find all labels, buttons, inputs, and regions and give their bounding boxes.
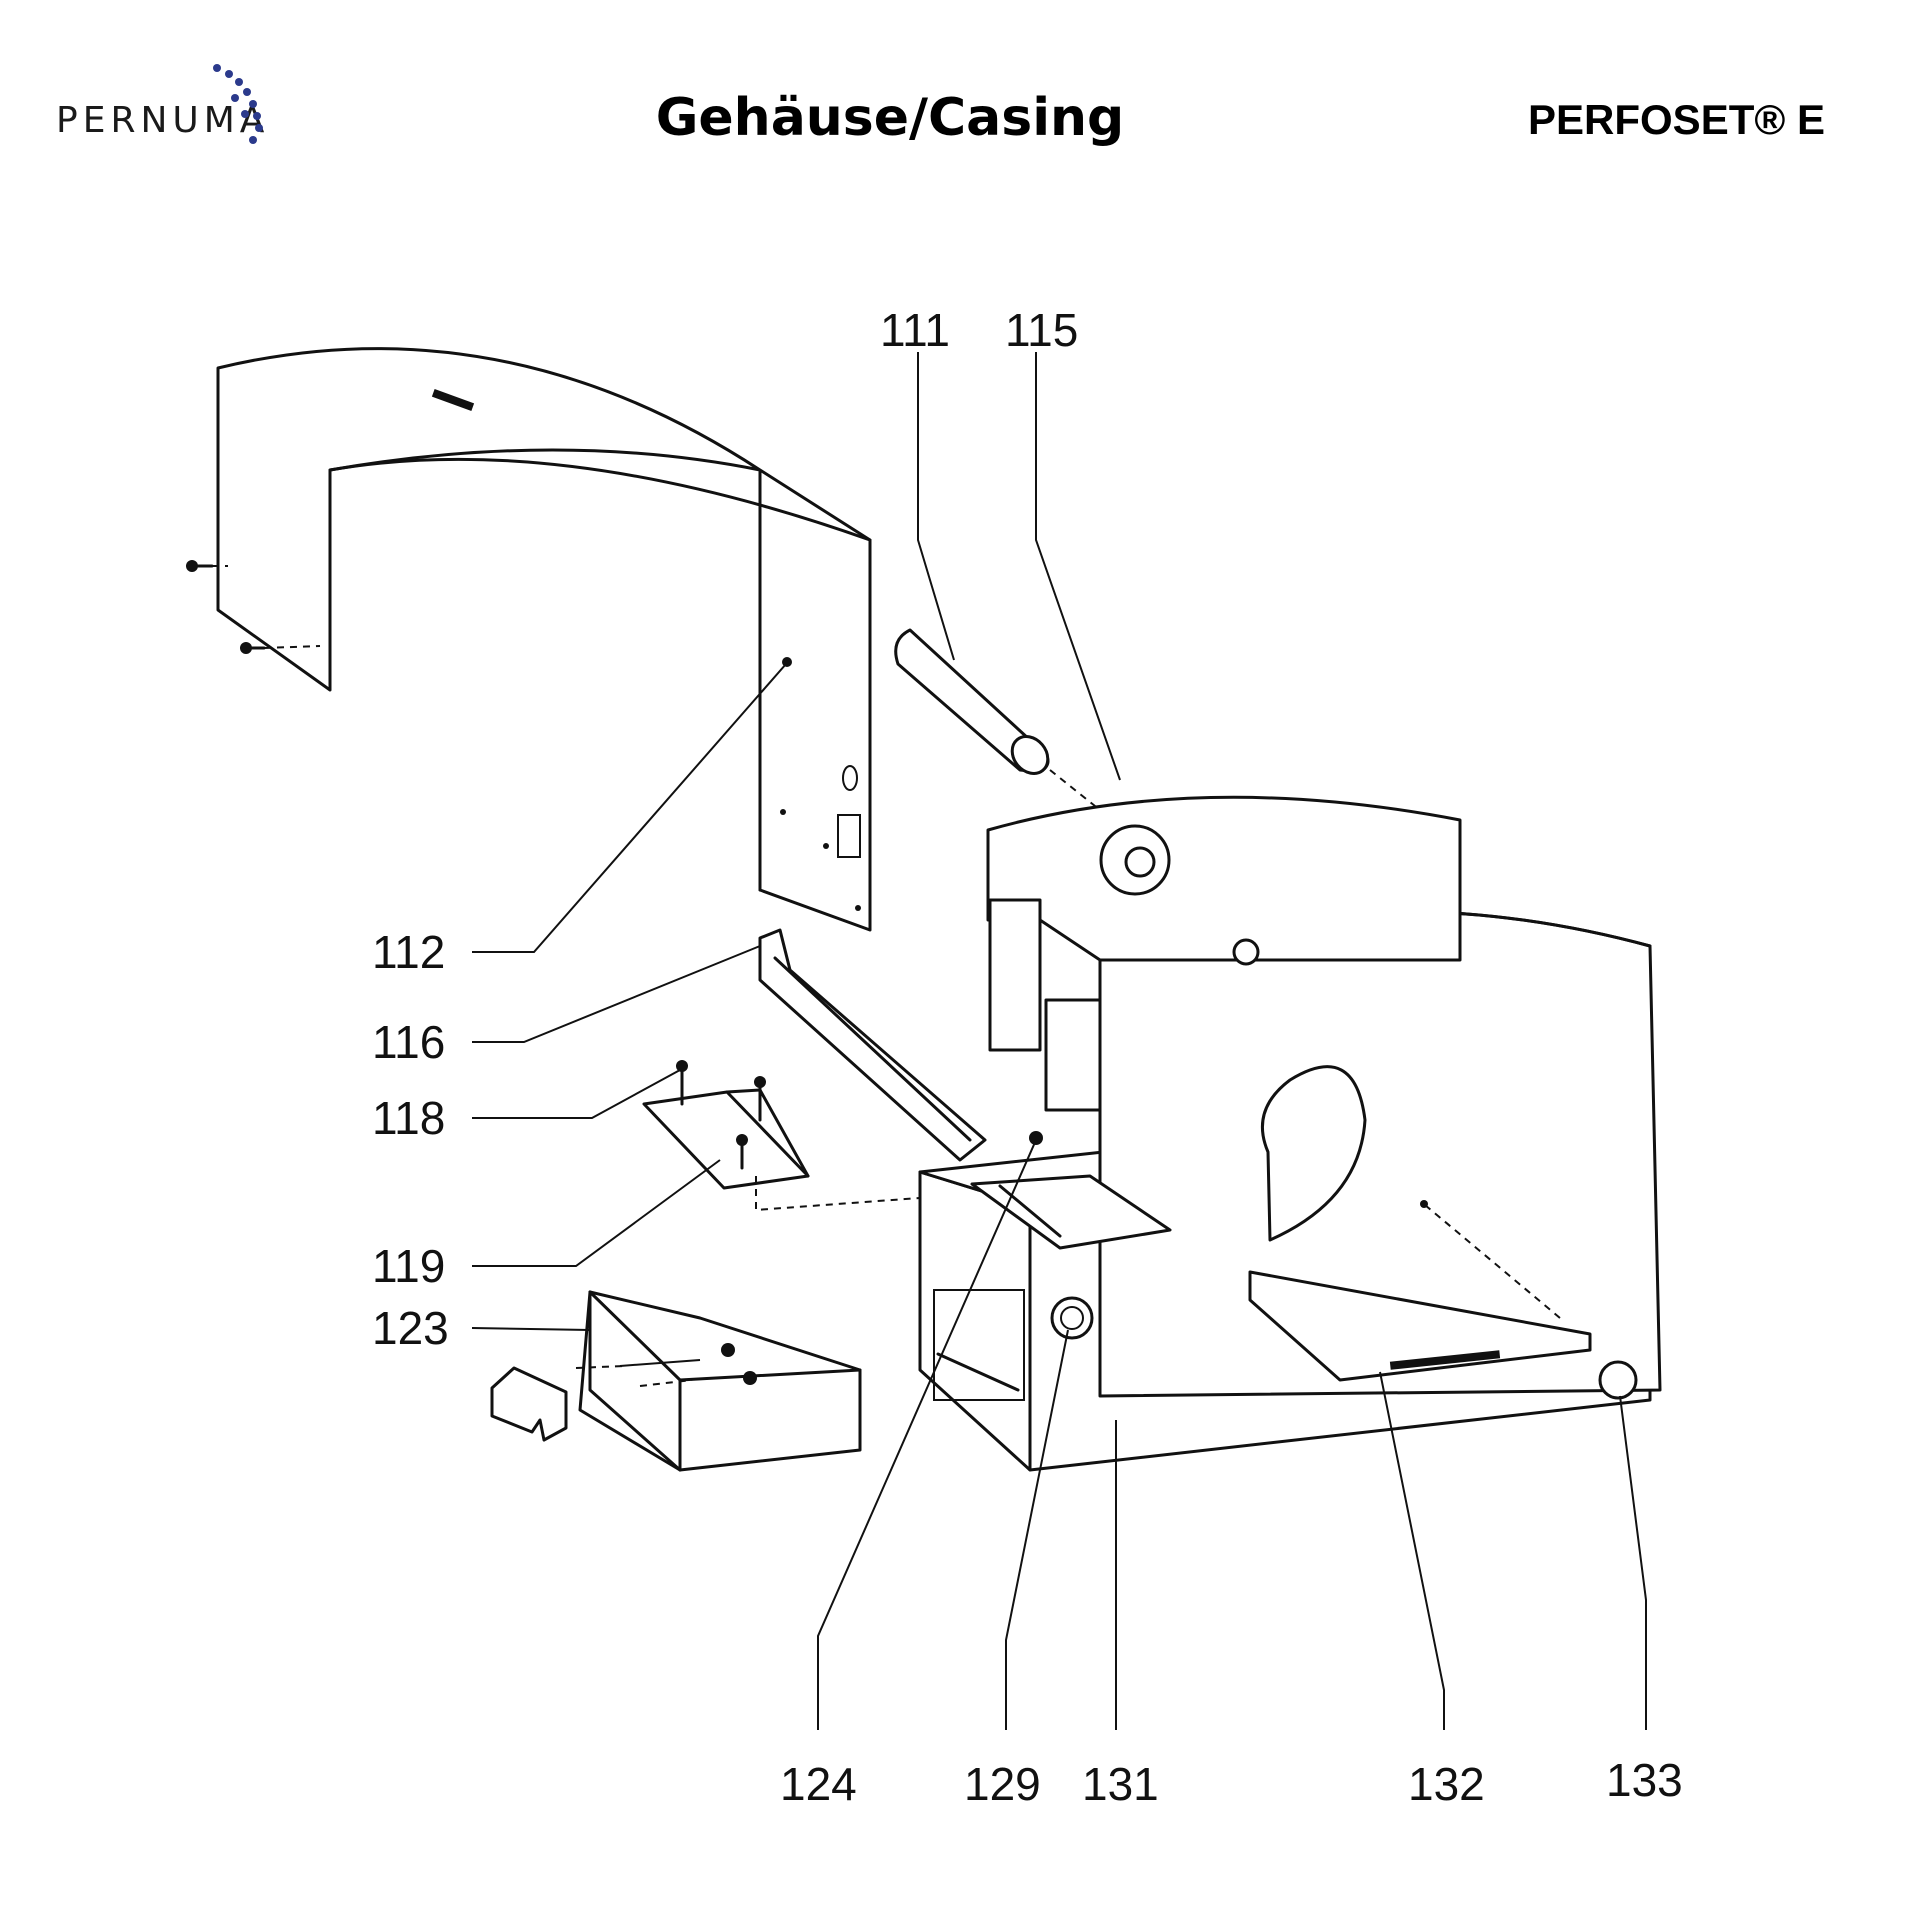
cover-screws <box>186 560 321 654</box>
drawer <box>575 1290 862 1472</box>
top-cover <box>216 347 872 932</box>
product-name: PERFOSET® E <box>1528 96 1825 143</box>
brand-logo-text: PERNUMA <box>56 100 270 141</box>
part-label-111: 111 <box>880 304 950 356</box>
part-label-124: 124 <box>780 1758 857 1810</box>
part-label-129: 129 <box>964 1758 1041 1810</box>
bracket <box>758 928 987 1162</box>
main-housing <box>918 795 1662 1472</box>
part-label-119: 119 <box>372 1240 445 1292</box>
part-label-133: 133 <box>1606 1754 1683 1806</box>
part-label-115: 115 <box>1005 304 1078 356</box>
part-label-118: 118 <box>372 1092 445 1144</box>
part-label-123: 123 <box>372 1302 449 1354</box>
part-label-131: 131 <box>1082 1758 1159 1810</box>
part-label-132: 132 <box>1408 1758 1485 1810</box>
part-label-116: 116 <box>372 1016 445 1068</box>
page-header: PERNUMA Gehäuse/Casing PERFOSET® E <box>0 0 1920 200</box>
leader-lines <box>471 352 1647 1730</box>
part-label-112: 112 <box>372 926 445 978</box>
drawer-knob <box>490 1366 568 1442</box>
page-title: Gehäuse/Casing <box>655 88 1125 148</box>
brand-dots-icon <box>213 64 263 144</box>
mounting-plate <box>642 1060 961 1212</box>
